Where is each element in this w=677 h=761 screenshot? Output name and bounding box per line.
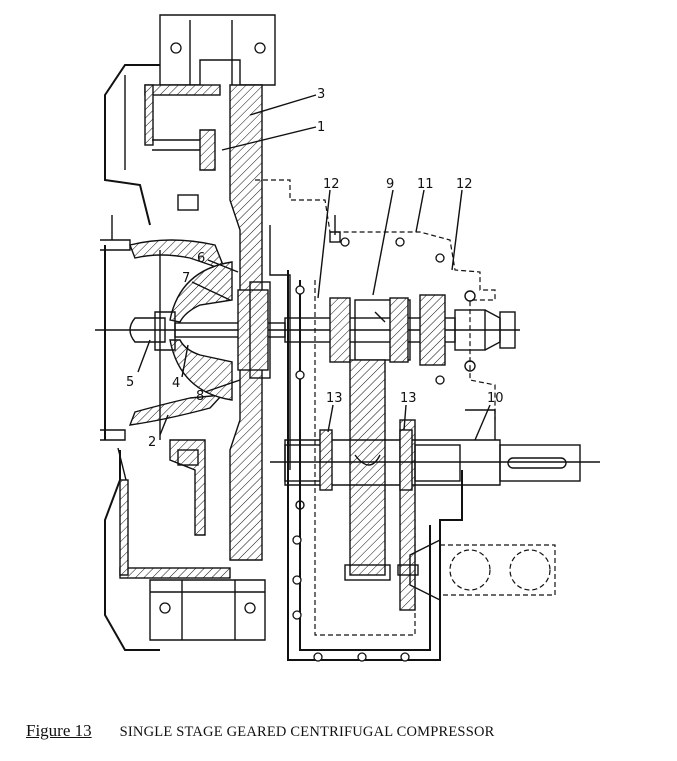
bull-gear (270, 359, 600, 611)
label-4: 4 (172, 376, 180, 391)
pinion-shaft (95, 281, 520, 379)
compressor-cross-section-drawing: 1 2 3 4 5 6 7 8 9 10 11 12 12 13 13 (95, 14, 600, 662)
label-8: 8 (196, 389, 204, 404)
label-1: 1 (317, 120, 325, 135)
gearbox-casing (255, 179, 496, 662)
oil-pump-assembly (295, 500, 556, 602)
label-13-left: 13 (326, 391, 343, 406)
figure-caption: Figure 13 SINGLE STAGE GEARED CENTRIFUGAL… (26, 721, 666, 741)
impeller (129, 261, 233, 401)
label-5: 5 (126, 375, 134, 390)
label-12-right: 12 (456, 177, 473, 192)
label-2: 2 (148, 435, 156, 450)
leader-lines (137, 94, 491, 441)
label-7: 7 (182, 271, 190, 286)
label-13-right: 13 (400, 391, 417, 406)
label-10: 10 (487, 391, 504, 406)
figure-title: SINGLE STAGE GEARED CENTRIFUGAL COMPRESS… (119, 724, 495, 740)
label-12-left: 12 (323, 177, 340, 192)
part-number-labels: 1 2 3 4 5 6 7 8 9 10 11 12 12 13 13 (126, 87, 504, 450)
figure-number: Figure 13 (26, 721, 92, 740)
label-9: 9 (386, 177, 394, 192)
label-6: 6 (197, 251, 205, 266)
label-3: 3 (317, 87, 325, 102)
label-11: 11 (417, 177, 434, 192)
